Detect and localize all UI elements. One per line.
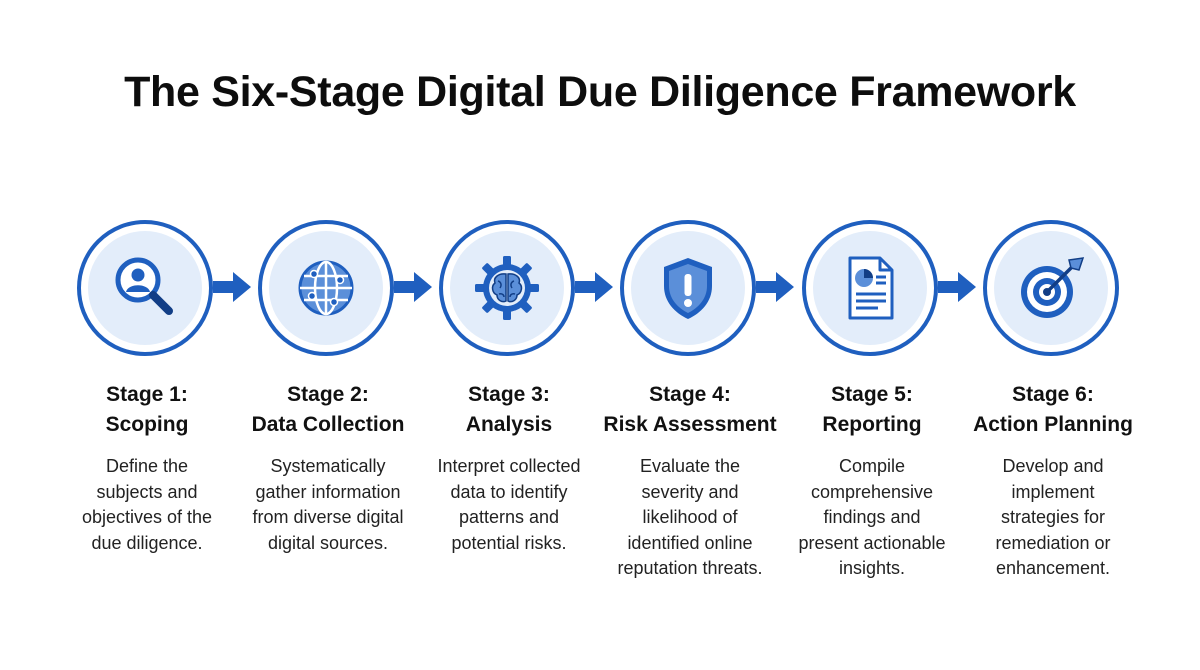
stage-5-description: Compile comprehensive findings and prese… bbox=[798, 456, 946, 578]
stage-3-description: Interpret collected data to identify pat… bbox=[437, 456, 581, 553]
shield-alert-icon bbox=[664, 258, 712, 319]
arrow-right-icon bbox=[756, 272, 794, 302]
stage-6-description: Develop and implement strategies for rem… bbox=[995, 456, 1111, 578]
stage-2-description: Systematically gather information from d… bbox=[252, 456, 404, 553]
report-document-icon bbox=[848, 256, 894, 320]
stage-4-circle bbox=[620, 220, 756, 356]
stage-4-title: Stage 4: Risk Assessment bbox=[603, 383, 777, 436]
stage-2-circle bbox=[258, 220, 394, 356]
stage-6-title: Stage 6: Action Planning bbox=[973, 383, 1133, 436]
arrow-right-icon bbox=[394, 272, 432, 302]
stage-2-title: Stage 2: Data Collection bbox=[251, 383, 405, 436]
stage-1-description: Define the subjects and objectives of th… bbox=[81, 456, 213, 553]
arrow-right-icon bbox=[938, 272, 976, 302]
stage-5-title: Stage 5: Reporting bbox=[822, 383, 922, 436]
stage-3-title: Stage 3: Analysis bbox=[465, 383, 553, 436]
stage-3-circle bbox=[439, 220, 575, 356]
stage-1-title: Stage 1: Scoping bbox=[105, 383, 189, 436]
stage-1-circle bbox=[77, 220, 213, 356]
globe-icon bbox=[298, 260, 354, 316]
arrow-right-icon bbox=[575, 272, 613, 302]
stage-5-circle bbox=[802, 220, 938, 356]
brain-gear-icon bbox=[475, 256, 539, 320]
page-title: The Six-Stage Digital Due Diligence Fram… bbox=[124, 68, 1076, 116]
person-search-icon bbox=[115, 257, 173, 315]
target-arrow-icon bbox=[1021, 257, 1085, 318]
stage-6-circle bbox=[983, 220, 1119, 356]
stage-4-description: Evaluate the severity and likelihood of … bbox=[617, 456, 763, 578]
arrow-right-icon bbox=[213, 272, 251, 302]
